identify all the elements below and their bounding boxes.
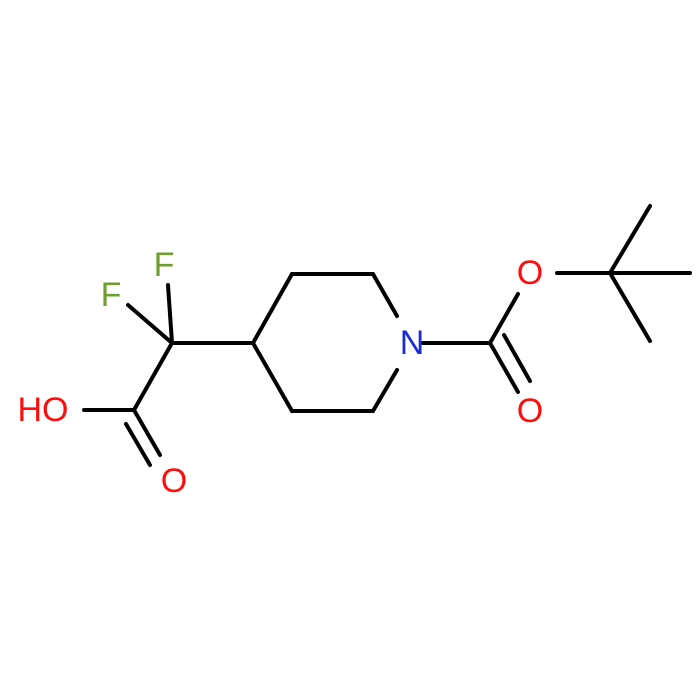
bond-cooh-o-double-b (124, 422, 152, 467)
atom-label-n: N (400, 324, 425, 362)
bond-ring-c2a-n (371, 272, 399, 318)
atom-label-o-carbonyl: O (517, 392, 543, 430)
bonds (82, 204, 692, 467)
bond-ring-c4-c3a (251, 272, 294, 345)
atom-labels: F F HO O N O O (18, 246, 544, 500)
bond-tbu-me1 (608, 204, 652, 275)
atom-label-oh: HO (18, 391, 69, 429)
bond-cf2-f2 (126, 303, 174, 345)
atom-label-f1: F (154, 246, 175, 284)
bond-carbamate-o-ester (488, 292, 520, 345)
bond-tbu-me3 (608, 271, 652, 343)
atom-label-o-acid: O (161, 462, 187, 500)
bond-cf2-cooh (132, 341, 174, 412)
bond-cooh-o-double-a (132, 408, 162, 457)
bond-cf2-f1 (166, 283, 174, 345)
atom-label-o-ester: O (517, 254, 543, 292)
atom-label-f2: F (101, 276, 122, 314)
bond-carbamate-o-double-a (488, 341, 520, 394)
bond-ring-n-c2b (371, 368, 399, 413)
bond-carbamate-o-double-b (502, 333, 532, 383)
bond-ring-c3b-c4 (251, 341, 294, 413)
